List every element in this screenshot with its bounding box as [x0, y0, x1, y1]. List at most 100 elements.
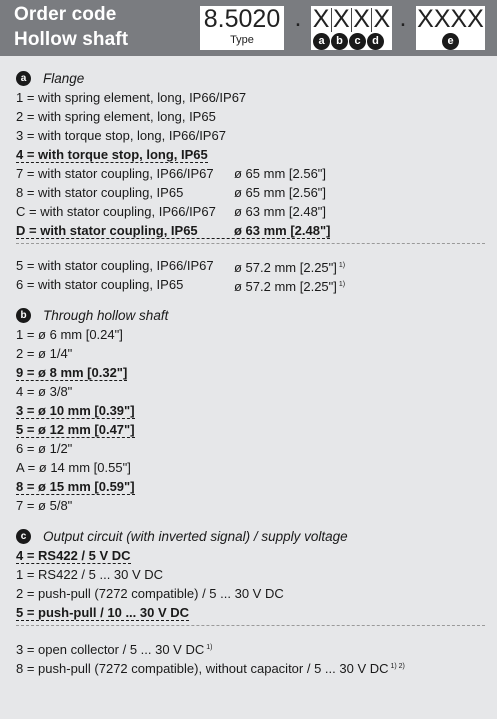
marker-c-icon: c — [349, 33, 366, 50]
option-row: 3 = with torque stop, long, IP66/IP67 — [16, 126, 486, 145]
option-row: D = with stator coupling, IP65 ø 63 mm [2… — [16, 221, 486, 240]
standard-option-underline — [16, 494, 135, 495]
extension-code-box: XXXX e — [416, 5, 485, 50]
option-row: 2 = with spring element, long, IP65 — [16, 107, 486, 126]
option-row: 4 = with torque stop, long, IP65 — [16, 145, 486, 164]
option-code-x: X — [353, 5, 370, 33]
option-text: 1 = ø 6 mm [0.24"] — [16, 327, 123, 342]
option-row: 1 = ø 6 mm [0.24"] — [16, 325, 486, 344]
option-row: 5 = ø 12 mm [0.47"] — [16, 420, 486, 439]
option-row: 6 = ø 1/2" — [16, 439, 486, 458]
standard-option-underline — [16, 563, 131, 564]
option-text: 2 = with spring element, long, IP65 — [16, 109, 216, 124]
option-text: 4 = RS422 / 5 V DC — [16, 548, 131, 563]
option-text: 6 = ø 1/2" — [16, 441, 73, 456]
option-text: 5 = with stator coupling, IP66/IP67 — [16, 258, 214, 273]
section-output-header: c Output circuit (with inverted signal) … — [16, 527, 486, 546]
option-text: 8 = ø 15 mm [0.59"] — [16, 479, 135, 494]
option-row: 7 = ø 5/8" — [16, 496, 486, 515]
option-text: 2 = ø 1/4" — [16, 346, 73, 361]
option-code-letters: X X X X — [311, 5, 392, 34]
option-text: 7 = with stator coupling, IP66/IP67 — [16, 166, 214, 181]
option-text: 3 = ø 10 mm [0.39"] — [16, 403, 135, 418]
marker-a-icon: a — [313, 33, 330, 50]
extension-code: XXXX — [417, 5, 484, 33]
option-dimension: ø 65 mm [2.56"] — [234, 185, 327, 200]
option-text: 4 = ø 3/8" — [16, 384, 73, 399]
option-code-x: X — [333, 5, 350, 33]
option-text: A = ø 14 mm [0.55"] — [16, 460, 131, 475]
option-text: 9 = ø 8 mm [0.32"] — [16, 365, 128, 380]
marker-d-icon: d — [367, 33, 384, 50]
option-dimension: ø 63 mm [2.48"] — [234, 223, 331, 238]
standard-option-underline — [16, 162, 208, 163]
code-divider — [351, 8, 352, 32]
option-row: 3 = ø 10 mm [0.39"] — [16, 401, 486, 420]
option-dimension: ø 65 mm [2.56"] — [234, 166, 327, 181]
section-flange-header: a Flange — [16, 69, 486, 88]
marker-e-icon: e — [442, 33, 459, 50]
option-text: 1 = with spring element, long, IP66/IP67 — [16, 90, 247, 105]
code-divider — [331, 8, 332, 32]
option-text: 8 = with stator coupling, IP65 — [16, 185, 184, 200]
option-text: 3 = with torque stop, long, IP66/IP67 — [16, 128, 226, 143]
option-row: 6 = with stator coupling, IP65 ø 57.2 mm … — [16, 275, 486, 294]
option-row: 2 = push-pull (7272 compatible) / 5 ... … — [16, 584, 486, 603]
footnote-marker: 1) — [338, 281, 346, 288]
option-code-x: X — [373, 5, 391, 33]
standard-option-underline — [16, 238, 330, 239]
option-dimension: ø 57.2 mm [2.25"]1) — [234, 260, 346, 275]
option-row: 8 = ø 15 mm [0.59"] — [16, 477, 486, 496]
option-code-box: X X X X a b c d — [311, 5, 392, 50]
section-title: Output circuit (with inverted signal) / … — [43, 529, 348, 544]
option-text: C = with stator coupling, IP66/IP67 — [16, 204, 216, 219]
section-a-icon: a — [16, 71, 31, 86]
standard-option-underline — [16, 380, 127, 381]
dashed-divider — [16, 243, 485, 244]
flange-options-list: 1 = with spring element, long, IP66/IP67… — [16, 88, 486, 240]
code-divider — [371, 8, 372, 32]
option-row: 1 = RS422 / 5 ... 30 V DC — [16, 565, 486, 584]
flange-extra-options-list: 5 = with stator coupling, IP66/IP67 ø 57.… — [16, 256, 486, 294]
section-title: Flange — [43, 71, 85, 86]
type-code-box: 8.5020 Type — [200, 5, 284, 50]
order-code-header: Order code Hollow shaft 8.5020 Type . X … — [0, 0, 497, 56]
type-label: Type — [230, 34, 254, 46]
option-text: 5 = ø 12 mm [0.47"] — [16, 422, 135, 437]
standard-option-underline — [16, 620, 189, 621]
option-text: 8 = push-pull (7272 compatible), without… — [16, 661, 405, 676]
option-row: 5 = push-pull / 10 ... 30 V DC — [16, 603, 486, 622]
header-subtitle: Hollow shaft — [14, 29, 129, 50]
option-row: 4 = ø 3/8" — [16, 382, 486, 401]
option-row: 9 = ø 8 mm [0.32"] — [16, 363, 486, 382]
marker-b-icon: b — [331, 33, 348, 50]
option-text: 6 = with stator coupling, IP65 — [16, 277, 184, 292]
section-c-icon: c — [16, 529, 31, 544]
option-row: 1 = with spring element, long, IP66/IP67 — [16, 88, 486, 107]
option-text: 7 = ø 5/8" — [16, 498, 73, 513]
output-options-list: 4 = RS422 / 5 V DC 1 = RS422 / 5 ... 30 V… — [16, 546, 486, 622]
option-row: 4 = RS422 / 5 V DC — [16, 546, 486, 565]
shaft-options-list: 1 = ø 6 mm [0.24"] 2 = ø 1/4" 9 = ø 8 mm [… — [16, 325, 486, 515]
option-row: 7 = with stator coupling, IP66/IP67 ø 65 … — [16, 164, 486, 183]
section-title: Through hollow shaft — [43, 308, 169, 323]
type-code: 8.5020 — [203, 5, 281, 33]
option-row: 5 = with stator coupling, IP66/IP67 ø 57.… — [16, 256, 486, 275]
standard-option-underline — [16, 418, 135, 419]
option-row: A = ø 14 mm [0.55"] — [16, 458, 486, 477]
option-text: 1 = RS422 / 5 ... 30 V DC — [16, 567, 164, 582]
footnote-marker: 1) — [206, 644, 213, 651]
code-separator-dot: . — [399, 4, 407, 32]
option-text: D = with stator coupling, IP65 — [16, 223, 198, 238]
option-text: 4 = with torque stop, long, IP65 — [16, 147, 208, 162]
header-title: Order code — [14, 4, 117, 25]
footnote-marker: 1) 2) — [390, 663, 405, 670]
option-row: 8 = push-pull (7272 compatible), without… — [16, 657, 486, 676]
option-row: 8 = with stator coupling, IP65 ø 65 mm [2… — [16, 183, 486, 202]
section-shaft-header: b Through hollow shaft — [16, 306, 486, 325]
option-dimension: ø 57.2 mm [2.25"]1) — [234, 279, 346, 294]
